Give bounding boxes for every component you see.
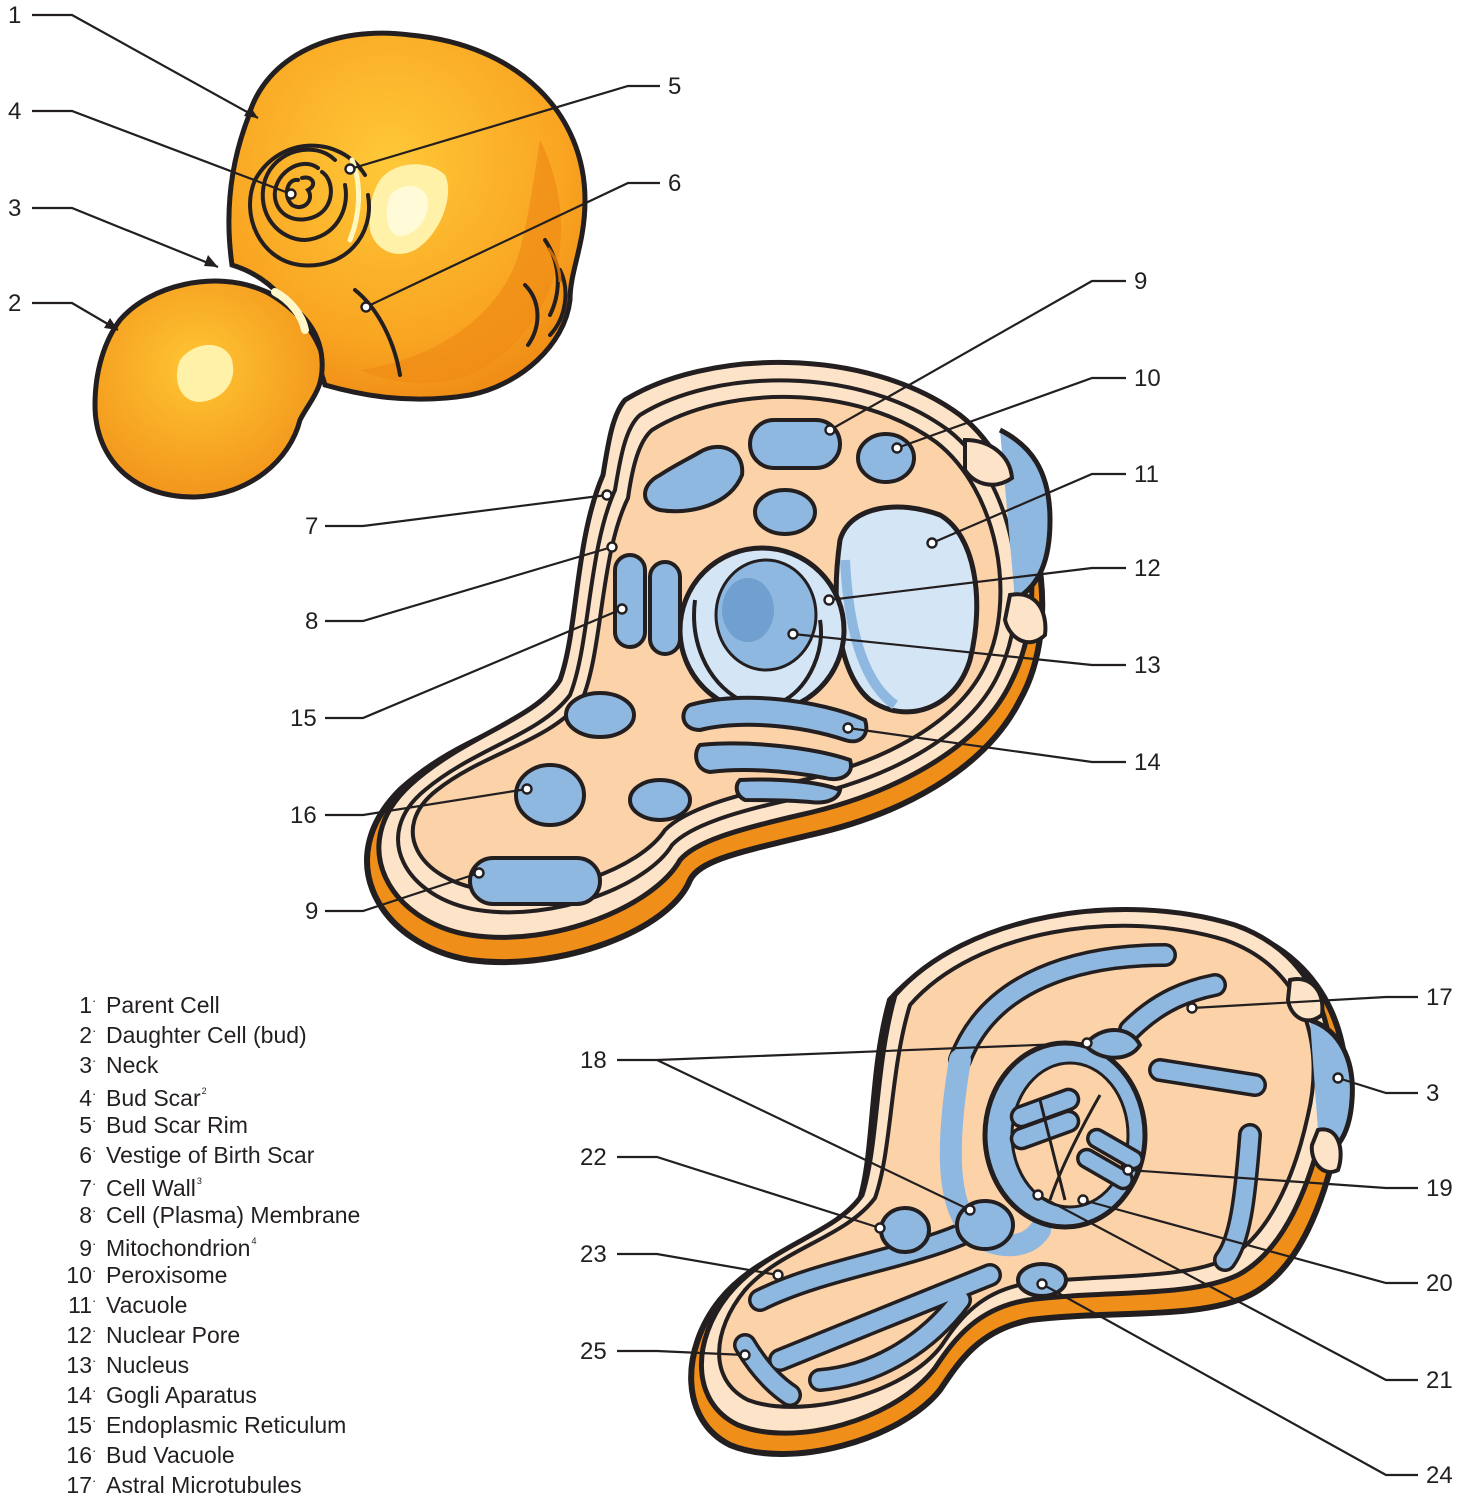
legend-item: 9·Mitochondrion4 [40,1226,500,1256]
legend-item-separator: · [92,1016,106,1046]
legend-item-separator: · [92,1406,106,1436]
callout-3: 3 [8,195,21,222]
legend-item-separator: · [92,1316,106,1346]
external-cell-view [95,33,585,497]
legend-item-label: Neck [106,1052,158,1078]
callout-4: 4 [8,98,21,125]
callout-21: 21 [1426,1367,1453,1394]
callout-12: 12 [1134,555,1161,582]
legend-item-label: Bud Vacuole [106,1442,235,1468]
legend-item-label: Vestige of Birth Scar [106,1142,314,1168]
legend-item: 12·Nuclear Pore [40,1316,500,1346]
legend-item: 7·Cell Wall3 [40,1166,500,1196]
callout-22: 22 [580,1144,607,1171]
legend-item: 11·Vacuole [40,1286,500,1316]
callout-6: 6 [668,170,681,197]
legend-item-label: Gogli Aparatus [106,1382,257,1408]
legend-item-label: Peroxisome [106,1262,227,1288]
legend-item: 3·Neck [40,1046,500,1076]
callout-15: 15 [290,705,317,732]
dividing-cell-view [691,910,1352,1454]
legend-item-number: 17 [40,1470,92,1500]
legend-item-separator: · [92,1136,106,1166]
legend-item: 16·Bud Vacuole [40,1436,500,1466]
callout-19: 19 [1426,1175,1453,1202]
callout-7: 7 [305,513,318,540]
legend-item: 1·Parent Cell [40,986,500,1016]
legend-item-separator: · [92,1436,106,1466]
callout-16: 16 [290,802,317,829]
callout-24: 24 [1426,1462,1453,1487]
callout-17: 17 [1426,984,1453,1011]
legend-item: 6·Vestige of Birth Scar [40,1136,500,1166]
legend-item-separator: · [92,1466,106,1496]
legend-item-separator: · [92,986,106,1016]
legend-item: 2·Daughter Cell (bud) [40,1016,500,1046]
callout-3-neck: 3 [1426,1080,1439,1107]
bud-vacuole [516,765,584,825]
legend-item-label: Endoplasmic Reticulum [106,1412,346,1438]
legend-item-separator: · [92,1106,106,1136]
legend-item-separator: · [92,1346,106,1376]
legend-item-label: Nuclear Pore [106,1322,240,1348]
callout-14: 14 [1134,749,1161,776]
cross-section-view [367,362,1050,962]
callout-10: 10 [1134,365,1161,392]
legend-item: 10·Peroxisome [40,1256,500,1286]
legend-item-label: Parent Cell [106,992,220,1018]
legend-item: 17·Astral Microtubules [40,1466,500,1496]
legend-item-label: Astral Microtubules [106,1472,302,1498]
legend-item: 4·Bud Scar2 [40,1076,500,1106]
legend-item-footnote: 3 [197,1176,202,1186]
callout-13: 13 [1134,652,1161,679]
legend-item-label: Bud Scar Rim [106,1112,248,1138]
legend-item-separator: · [92,1376,106,1406]
callout-5: 5 [668,73,681,100]
peroxisome [858,434,914,482]
legend-item-separator: · [92,1169,106,1199]
legend-item-separator: · [92,1286,106,1316]
legend-item-label: Nucleus [106,1352,189,1378]
legend-item: 8·Cell (Plasma) Membrane [40,1196,500,1226]
callout-1: 1 [8,2,21,29]
legend-item-separator: · [92,1196,106,1226]
callout-2: 2 [8,290,21,317]
legend-item-separator: · [92,1079,106,1109]
callout-9: 9 [1134,268,1147,295]
legend-item: 14·Gogli Aparatus [40,1376,500,1406]
legend-item-separator: · [92,1256,106,1286]
legend-item-footnote: 4 [251,1236,256,1246]
legend-item: 5·Bud Scar Rim [40,1106,500,1136]
callout-23: 23 [580,1241,607,1268]
legend-item-separator: · [92,1046,106,1076]
legend-item: 13·Nucleus [40,1346,500,1376]
vacuole [836,507,977,712]
legend-item-footnote: 2 [202,1086,207,1096]
callout-11: 11 [1134,461,1159,488]
legend-item-separator: · [92,1229,106,1259]
legend-item-label: Daughter Cell (bud) [106,1022,307,1048]
legend-item-label: Cell (Plasma) Membrane [106,1202,360,1228]
legend-item-label: Vacuole [106,1292,187,1318]
callout-25: 25 [580,1338,607,1365]
callout-8: 8 [305,608,318,635]
callout-9-bud: 9 [305,898,318,925]
callout-18: 18 [580,1047,607,1074]
legend-item: 15·Endoplasmic Reticulum [40,1406,500,1436]
callout-20: 20 [1426,1270,1453,1297]
